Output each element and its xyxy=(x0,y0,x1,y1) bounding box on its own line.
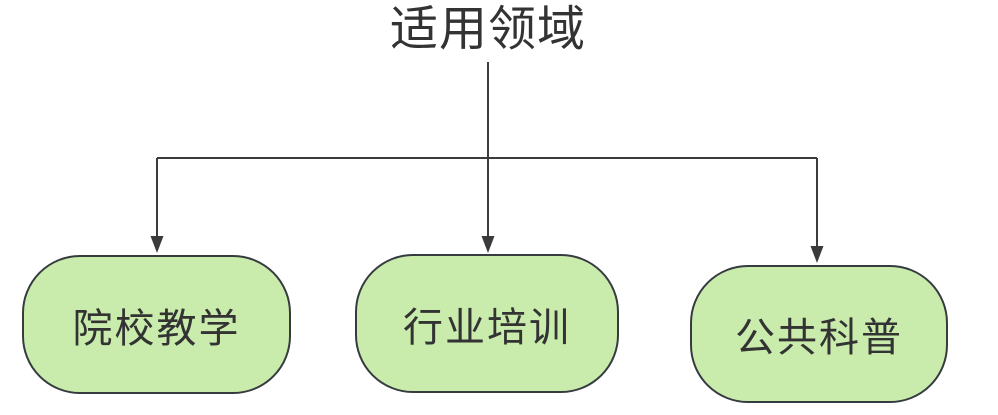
diagram-title: 适用领域 xyxy=(389,3,587,56)
node-label: 公共科普 xyxy=(735,316,903,360)
node-public-science: 公共科普 xyxy=(690,265,948,403)
arrow-down-icon xyxy=(810,246,824,263)
node-industry-training: 行业培训 xyxy=(355,254,619,393)
arrow-down-icon xyxy=(481,236,495,253)
arrow-down-icon xyxy=(150,236,164,253)
node-school-teaching: 院校教学 xyxy=(22,255,291,394)
node-label: 院校教学 xyxy=(72,306,241,351)
node-label: 行业培训 xyxy=(403,305,571,350)
